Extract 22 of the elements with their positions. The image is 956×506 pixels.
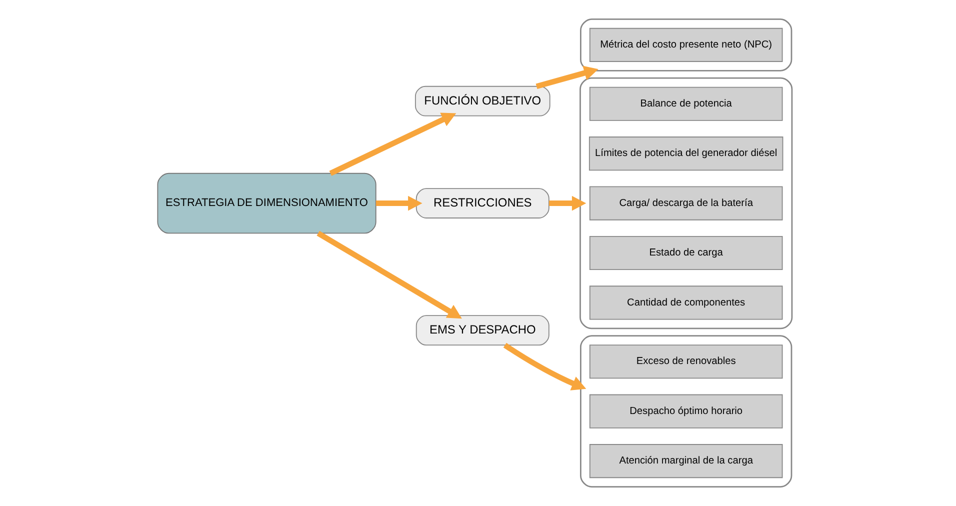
cluster bbox=[580, 18, 792, 72]
cluster bbox=[579, 77, 792, 330]
cluster bbox=[580, 335, 792, 488]
node-box: FUNCIÓN OBJETIVO bbox=[414, 86, 550, 116]
node-box: Despacho óptimo horario bbox=[588, 394, 782, 428]
node-box: Balance de potencia bbox=[588, 86, 782, 121]
node-box: Límites de potencia del generador diésel bbox=[588, 136, 783, 171]
node-box: RESTRICCIONES bbox=[415, 188, 549, 218]
node-box: Carga/ descarga de la batería bbox=[588, 186, 782, 220]
arrow bbox=[316, 230, 462, 319]
node-box: EMS Y DESPACHO bbox=[415, 315, 549, 346]
node-box: Estado de carga bbox=[588, 236, 782, 270]
arrow bbox=[548, 196, 586, 211]
node-box: Atención marginal de la carga bbox=[588, 444, 782, 478]
node-box: Cantidad de componentes bbox=[588, 286, 782, 320]
arrow bbox=[535, 66, 598, 90]
node-box: Métrica del costo presente neto (NPC) bbox=[588, 28, 782, 62]
arrow bbox=[502, 342, 586, 390]
arrow bbox=[328, 112, 456, 176]
node-box: Exceso de renovables bbox=[588, 344, 782, 379]
node-box: ESTRATEGIA DE DIMENSIONAMIENTO bbox=[156, 172, 376, 234]
arrow bbox=[375, 196, 422, 211]
